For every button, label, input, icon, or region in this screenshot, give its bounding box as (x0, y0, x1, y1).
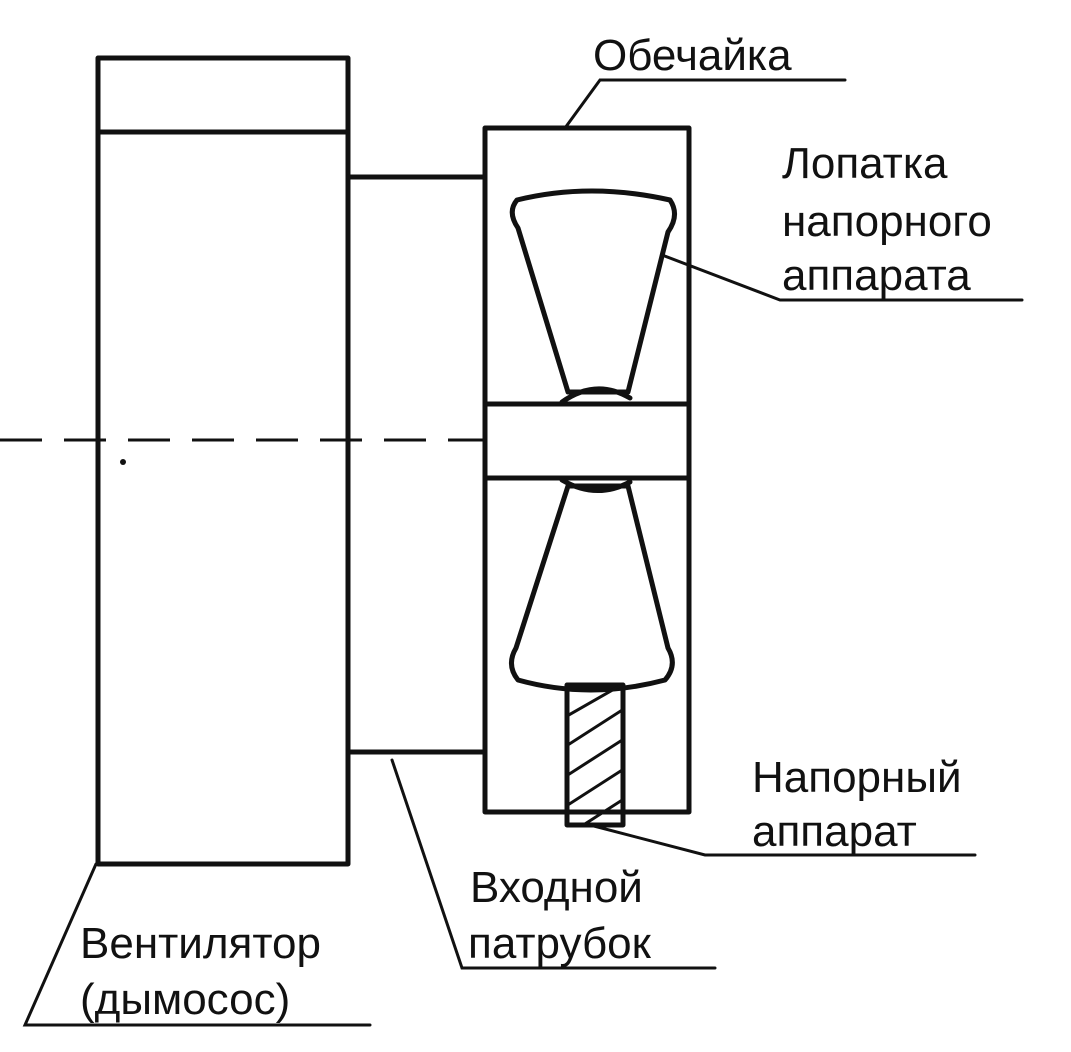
axis-dot (120, 459, 126, 465)
upper-blade-root (559, 386, 633, 405)
shell (482, 125, 692, 815)
label-fan-line2: (дымосос) (80, 975, 290, 1024)
label-shell: Обечайка (593, 31, 792, 80)
label-blade-line2: напорного (782, 197, 992, 246)
label-pressure-apparatus-line2: аппарат (752, 807, 917, 856)
label-pressure-apparatus-line1: Напорный (752, 753, 962, 802)
label-blade-line1: Лопатка (782, 139, 948, 188)
lower-blade-root (559, 477, 633, 493)
upper-blade (509, 188, 677, 395)
leader-lines (22, 78, 1024, 1027)
pressure-apparatus (564, 682, 626, 828)
inlet-pipe (345, 174, 488, 755)
lower-blade (509, 483, 675, 693)
fan-body (95, 55, 351, 867)
hub (482, 401, 692, 481)
label-blade-line3: аппарата (782, 251, 971, 300)
label-inlet-line2: патрубок (468, 919, 652, 968)
label-inlet-line1: Входной (470, 863, 643, 912)
label-fan-line1: Вентилятор (80, 919, 321, 968)
